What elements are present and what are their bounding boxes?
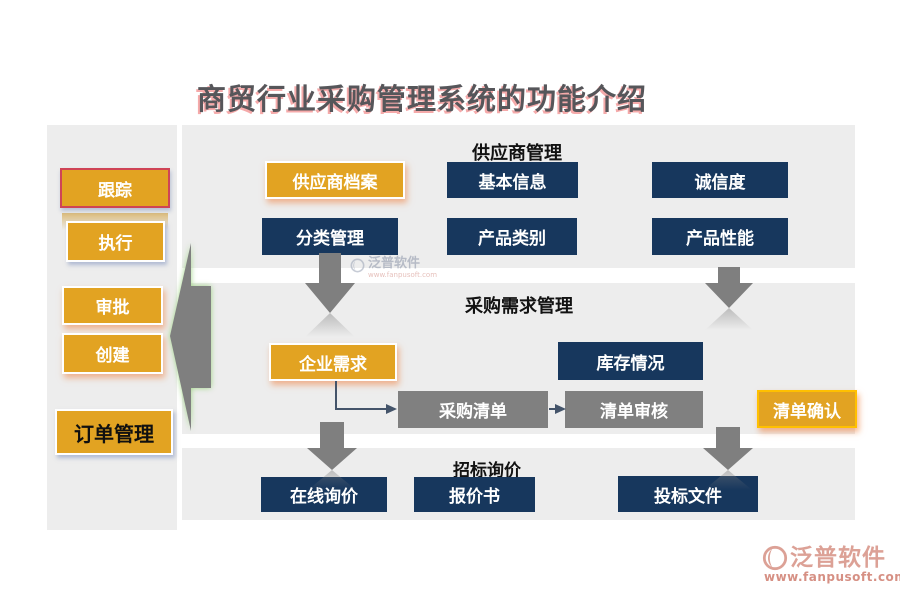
fanpu-logo-icon	[762, 545, 788, 571]
center-watermark-url: www.fanpusoft.com	[368, 271, 438, 279]
supplier-section-title: 供应商管理	[472, 143, 562, 164]
demand-section-title: 采购需求管理	[465, 296, 573, 317]
node-bid-document: 投标文件	[618, 476, 758, 512]
center-watermark: 泛普软件 www.fanpusoft.com	[350, 252, 437, 279]
sidebar-node-track: 跟踪	[60, 168, 170, 208]
fanpu-logo-icon	[350, 258, 365, 273]
node-enterprise-demand: 企业需求	[269, 343, 397, 381]
node-supplier-archive: 供应商档案	[265, 161, 405, 199]
brand-url: www.fanpusoft.com	[764, 570, 900, 584]
center-watermark-brand: 泛普软件	[368, 256, 421, 271]
node-basic-info: 基本信息	[447, 162, 578, 198]
sidebar-node-approve: 审批	[62, 286, 163, 325]
bidding-section-title: 招标询价	[453, 461, 521, 481]
node-quotation: 报价书	[414, 477, 535, 512]
sidebar-node-order-create: 创建	[62, 333, 163, 374]
brand-logo: 泛普软件 www.fanpusoft.com	[762, 545, 900, 584]
brand-name: 泛普软件	[790, 544, 886, 571]
node-product-category: 产品类别	[447, 218, 577, 255]
node-category-management: 分类管理	[262, 218, 398, 255]
sidebar-node-execute: 执行	[66, 221, 165, 262]
page-title: 商贸行业采购管理系统的功能介绍	[197, 82, 648, 116]
node-list-confirm: 清单确认	[757, 390, 857, 428]
node-purchase-list: 采购清单	[398, 391, 548, 428]
node-online-inquiry: 在线询价	[261, 477, 387, 512]
node-credibility: 诚信度	[652, 162, 788, 198]
node-list-review: 清单审核	[565, 391, 703, 428]
sidebar-node-order-management: 订单管理	[55, 409, 173, 455]
node-product-performance: 产品性能	[652, 218, 788, 255]
node-inventory-status: 库存情况	[558, 342, 703, 380]
